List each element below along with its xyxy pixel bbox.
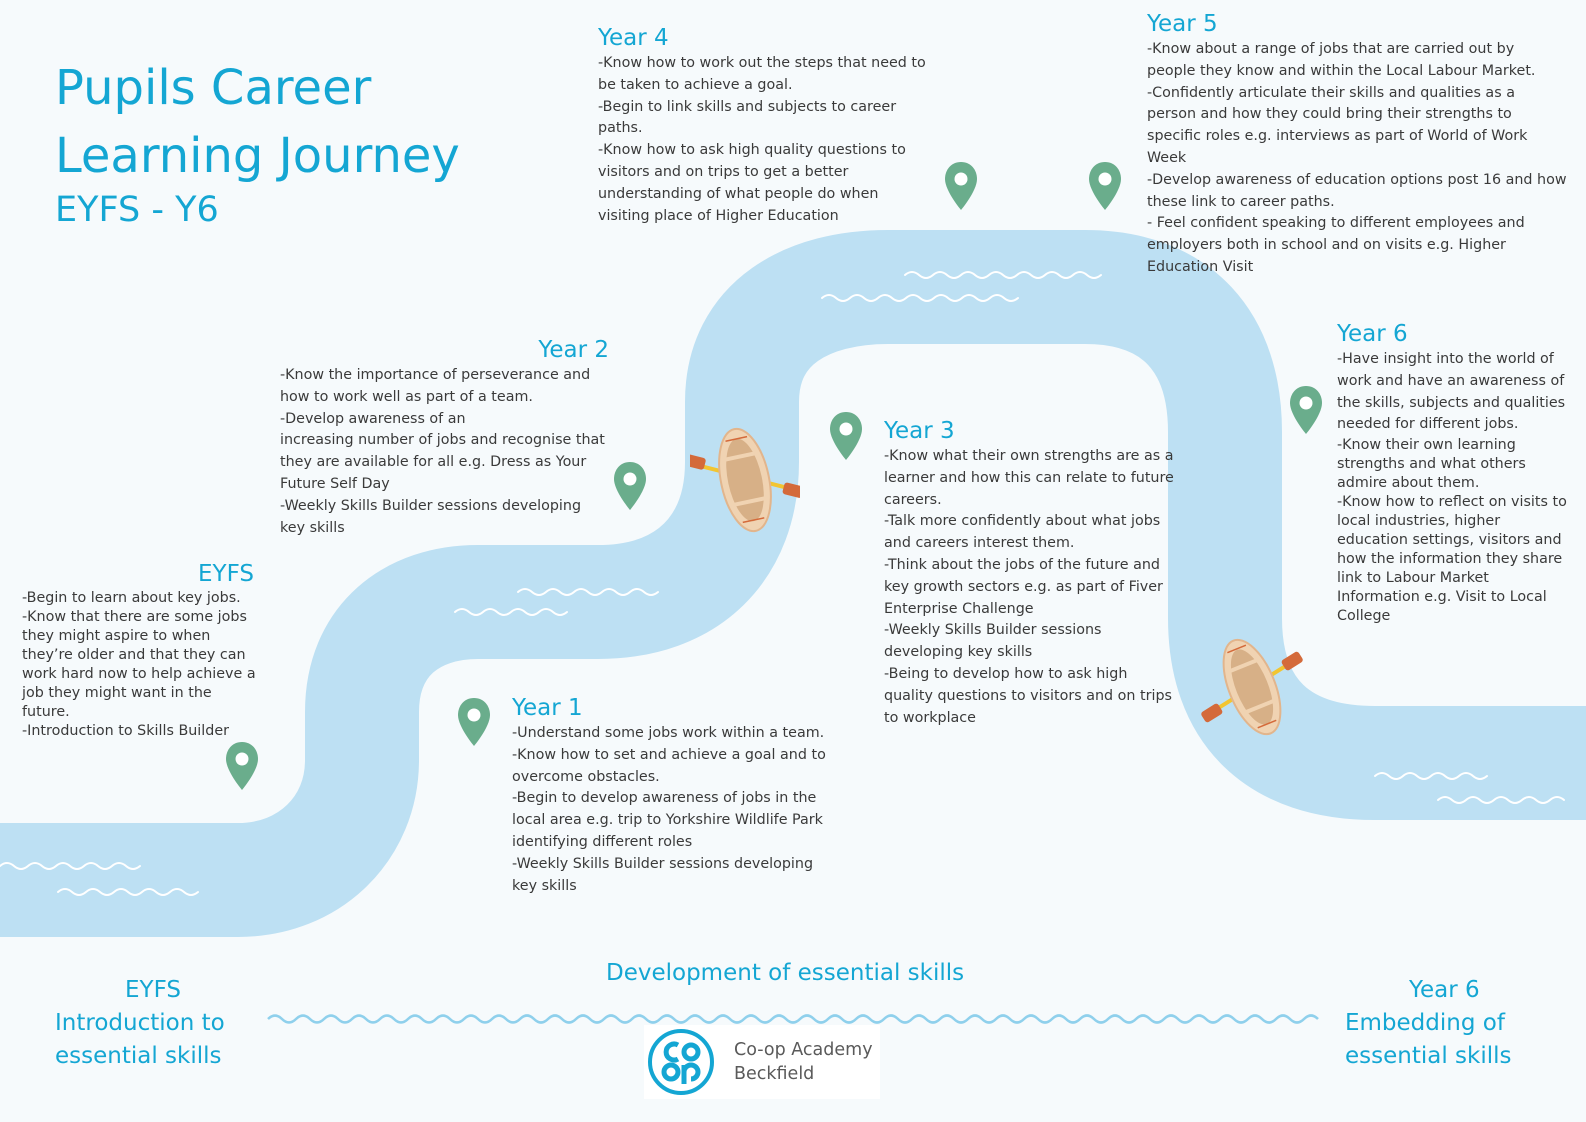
stage-item: -Begin to develop awareness of jobs in t… [512,790,823,850]
coop-logo-icon [648,1029,714,1095]
stage-year-3: Year 3 -Know what their own strengths ar… [884,417,1174,729]
map-pin-icon [945,162,977,210]
stage-items: -Know the importance of perseverance and… [280,365,610,539]
stage-year-6: Year 6 -Have insight into the world of w… [1337,320,1573,626]
page-title: Pupils Career Learning Journey [55,54,460,190]
stage-items: -Have insight into the world of work and… [1337,349,1573,626]
rowing-boat-icon [690,427,800,533]
logo-line-1: Co-op Academy [734,1040,873,1060]
stage-item: -Have insight into the world of work and… [1337,351,1566,433]
stage-item: -Weekly Skills Builder sessions developi… [512,855,814,894]
stage-item: -Confidently articulate their skills and… [1147,84,1528,166]
stage-heading: Year 6 [1337,321,1408,347]
map-pin-icon [1089,162,1121,210]
stage-item: -Know their own learning strengths and w… [1337,437,1526,492]
stage-heading: Year 3 [884,418,955,444]
stage-item: -Talk more confidently about what jobs a… [884,513,1161,552]
stage-item: -Know how to set and achieve a goal and … [512,746,826,785]
logo-line-2: Beckfield [734,1064,815,1084]
stage-items: -Understand some jobs work within a team… [512,723,832,897]
wave-line-icon [1374,772,1488,780]
map-pin-icon [830,412,862,460]
map-pin-icon [1290,386,1322,434]
stage-item: -Know how to work out the steps that nee… [598,55,926,93]
stage-item: -Know how to reflect on visits to local … [1337,494,1567,625]
stage-item: -Know what their own strengths are as a … [884,448,1174,508]
footer-left-line: essential skills [55,1043,222,1069]
wave-line-icon [517,588,659,596]
wave-line-icon [821,294,1019,302]
wave-line-icon [454,608,568,616]
footer-right-heading: Year 6 [1409,977,1480,1003]
stage-heading: Year 2 [538,337,609,363]
title-line-2: Learning Journey [55,128,460,184]
stage-item: -Weekly Skills Builder sessions developi… [884,622,1102,661]
footer-right-line: Embedding of [1345,1010,1505,1036]
footer-left-heading: EYFS [125,977,182,1003]
stage-item: -Begin to link skills and subjects to ca… [598,98,897,137]
wave-line-icon [1437,796,1565,804]
stage-year-4: Year 4 -Know how to work out the steps t… [598,24,934,227]
stage-item: -Understand some jobs work within a team… [512,725,825,741]
stage-eyfs: EYFS -Begin to learn about key jobs. -Kn… [22,560,258,741]
title-line-1: Pupils Career [55,60,372,116]
stage-item: -Being to develop how to ask high qualit… [884,665,1172,726]
logo-text: Co-op Academy Beckfield [734,1038,873,1086]
footer-left: EYFS Introduction to essential skills [55,974,255,1073]
stage-heading: Year 4 [598,25,669,51]
footer-right: Year 6 Embedding of essential skills [1345,974,1545,1073]
stage-item: increasing number of jobs and recognise … [280,432,605,492]
river-path [0,230,1586,937]
stage-item: -Introduction to Skills Builder [22,723,230,739]
page-subtitle: EYFS - Y6 [55,190,219,230]
footer-left-line: Introduction to [55,1010,225,1036]
coop-academy-logo: Co-op Academy Beckfield [644,1025,880,1099]
stage-item: -Develop awareness of education options … [1147,171,1567,210]
wave-line-icon [57,888,199,896]
map-pin-icon [226,742,258,790]
stage-year-1: Year 1 -Understand some jobs work within… [512,694,832,897]
stage-item: -Develop awareness of an [280,410,466,427]
skills-wave-line [267,1014,1319,1024]
wave-line-icon [904,271,1102,279]
stage-item: -Know how to ask high quality questions … [598,142,906,224]
stage-item: -Know that there are some jobs they migh… [22,609,256,720]
stage-items: -Begin to learn about key jobs. -Know th… [22,589,258,741]
stage-year-2: Year 2 -Know the importance of persevera… [280,336,610,539]
river-waves [0,271,1565,896]
stage-year-5: Year 5 -Know about a range of jobs that … [1147,10,1567,279]
map-pin-icon [458,698,490,746]
stage-item: -Know the importance of perseverance and… [280,367,591,405]
stage-items: -Know what their own strengths are as a … [884,446,1174,729]
stage-items: -Know how to work out the steps that nee… [598,53,934,227]
stage-item: -Weekly Skills Builder sessions developi… [280,497,582,536]
stage-items: -Know about a range of jobs that are car… [1147,39,1567,279]
stage-item: -Begin to learn about key jobs. [22,590,241,606]
stage-item: -Think about the jobs of the future and … [884,556,1163,617]
development-label: Development of essential skills [606,960,965,986]
wave-line-icon [0,862,141,870]
footer-right-line: essential skills [1345,1043,1512,1069]
stage-item: - Feel confident speaking to different e… [1147,215,1525,275]
stage-heading: EYFS [197,561,254,587]
stage-item: -Know about a range of jobs that are car… [1147,41,1536,79]
stage-heading: Year 1 [512,695,583,721]
rowing-boat-icon [1201,638,1303,736]
map-pin-icon [614,462,646,510]
stage-heading: Year 5 [1147,11,1218,37]
